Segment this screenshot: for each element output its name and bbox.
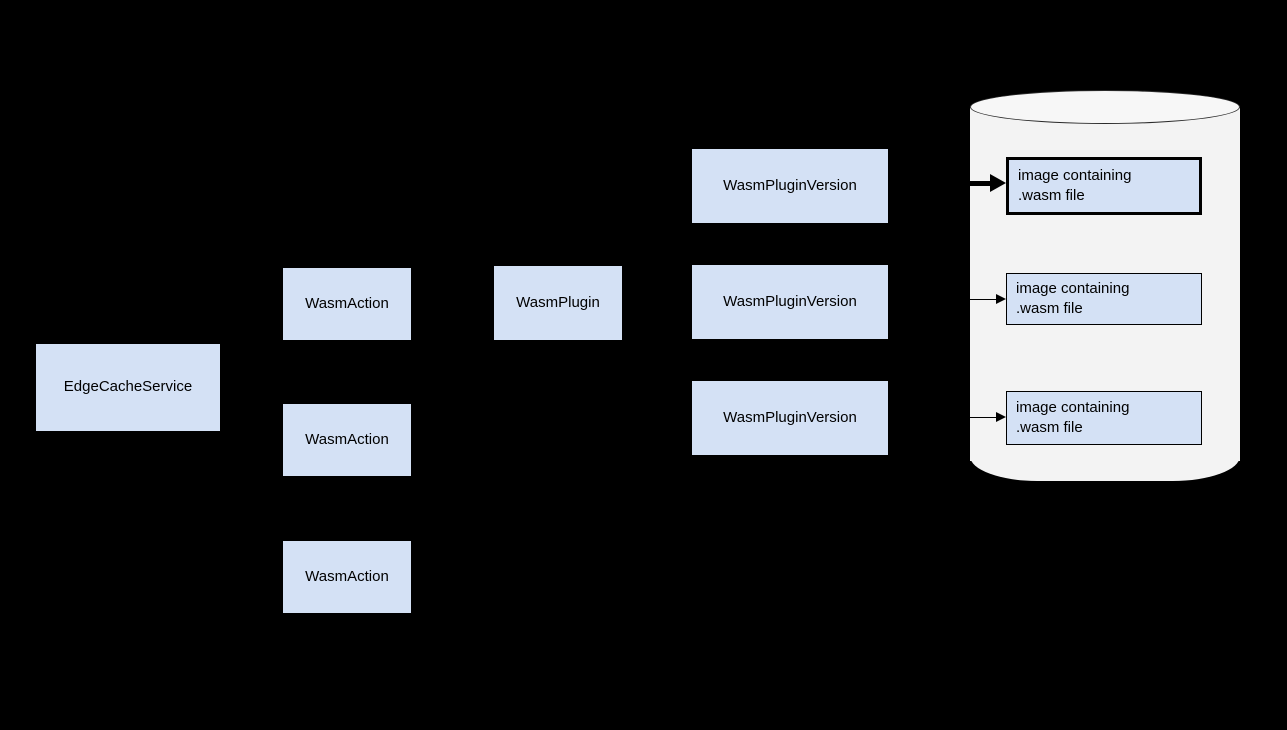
node-wasm-plugin-version-1[interactable]: WasmPluginVersion (692, 149, 888, 223)
edge-service-to-action2 (251, 304, 252, 388)
edge-plugin-to-version3 (657, 418, 692, 419)
node-wasm-plugin[interactable]: WasmPlugin (494, 266, 622, 340)
node-image-artifact-2[interactable]: image containing .wasm file (1006, 273, 1202, 325)
node-image-artifact-1[interactable]: image containing .wasm file (1006, 157, 1202, 215)
edge-version2-to-image2 (888, 299, 1000, 300)
edge-plugin-to-version-trunk (657, 186, 658, 418)
edge-plugin-to-version1 (622, 303, 692, 304)
node-wasm-action-2[interactable]: WasmAction (283, 404, 411, 476)
edge-service-to-action3 (251, 387, 252, 577)
node-wasm-plugin-version-2[interactable]: WasmPluginVersion (692, 265, 888, 339)
cylinder-top-cap (970, 90, 1240, 124)
edge-plugin-to-version2 (657, 186, 692, 187)
node-image-artifact-3[interactable]: image containing .wasm file (1006, 391, 1202, 445)
node-edge-cache-service[interactable]: EdgeCacheService (36, 344, 220, 431)
node-wasm-action-3[interactable]: WasmAction (283, 541, 411, 613)
node-wasm-plugin-version-3[interactable]: WasmPluginVersion (692, 381, 888, 455)
arrowhead-version3-to-image3 (996, 412, 1006, 422)
node-wasm-action-1[interactable]: WasmAction (283, 268, 411, 340)
arrowhead-version2-to-image2 (996, 294, 1006, 304)
edge-action-to-plugin (411, 303, 494, 304)
edge-version1-to-image1 (888, 181, 994, 186)
edge-version3-to-image3 (888, 417, 1000, 418)
arrowhead-version1-to-image1 (990, 174, 1006, 192)
